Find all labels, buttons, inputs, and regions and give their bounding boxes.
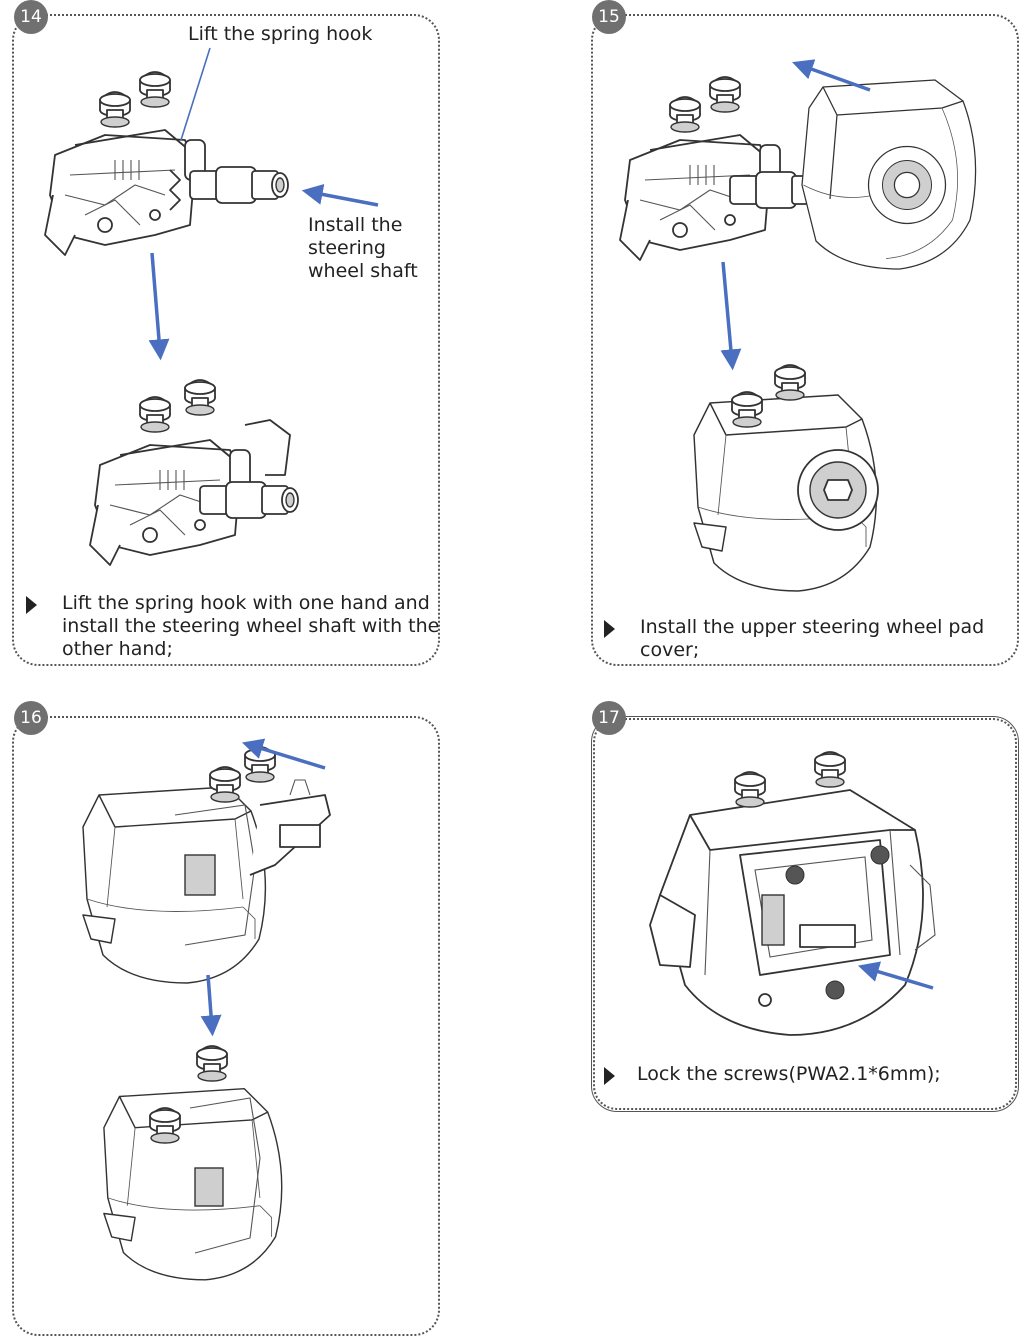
install-shaft-label-line-3: wheel shaft <box>308 260 418 282</box>
step-15-illustration-top <box>619 76 977 270</box>
step-16-arrows <box>200 738 326 1037</box>
step-15-bullet-icon <box>604 620 615 638</box>
step-14-caption-line-1: Lift the spring hook with one hand and <box>62 592 430 614</box>
install-shaft-label-line-1: Install the <box>308 214 403 236</box>
step-14-panel <box>12 14 440 666</box>
lift-spring-hook-label: Lift the spring hook <box>188 23 373 45</box>
step-17-illustration <box>649 751 936 1036</box>
step-17-number-badge: 17 <box>592 701 626 735</box>
step-16-illustration-top <box>82 746 331 984</box>
step-17-caption-line-1: Lock the screws(PWA2.1*6mm); <box>637 1063 941 1085</box>
step-15-caption-line-1: Install the upper steering wheel pad <box>640 616 985 638</box>
step-14-illustration-bottom <box>89 379 299 566</box>
step-15-arrows <box>720 59 871 371</box>
step-17-arrow <box>857 961 934 990</box>
step-14-caption-line-2: install the steering wheel shaft with th… <box>62 615 440 637</box>
step-14-number-badge: 14 <box>14 0 48 34</box>
step-15-illustration-bottom <box>693 364 879 592</box>
step-16-illustration-bottom <box>103 1045 283 1281</box>
install-shaft-label-line-2: steering <box>308 237 386 259</box>
step-17-bullet-icon <box>604 1067 615 1085</box>
step-14-caption-line-3: other hand; <box>62 638 173 660</box>
step-15-panel <box>591 14 1019 666</box>
step-15-caption-line-2: cover; <box>640 639 700 661</box>
step-14-bullet-icon <box>26 596 37 614</box>
step-16-number-badge: 16 <box>14 701 48 735</box>
step-14-arrows <box>148 47 379 361</box>
step-14-illustration-top <box>44 71 289 256</box>
step-17-panel <box>591 716 1019 1112</box>
step-15-number-badge: 15 <box>592 0 626 34</box>
